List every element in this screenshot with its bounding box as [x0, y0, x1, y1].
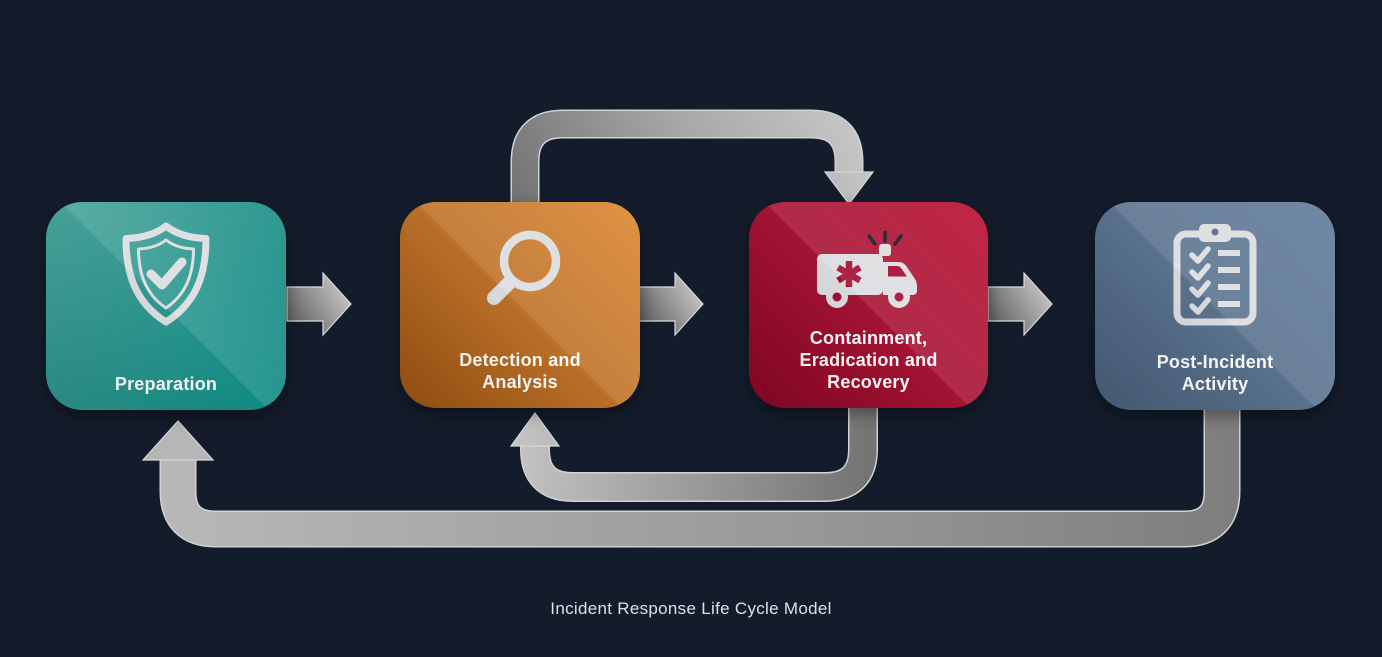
stage-label-line: Eradication and: [799, 350, 938, 370]
arrowhead-down-icon: [823, 171, 875, 205]
stage-label-line: Post-Incident: [1156, 352, 1274, 372]
stage-post-incident-activity: Post-Incident Activity: [1095, 202, 1335, 410]
clipboard-checklist-icon: [1095, 218, 1335, 330]
connector-return-loop: [141, 403, 1241, 548]
stage-detection-analysis: Detection and Analysis: [400, 202, 640, 408]
shield-check-icon: [46, 218, 286, 330]
diagram-caption: Incident Response Life Cycle Model: [550, 599, 832, 618]
stage-label: Post-Incident Activity: [1105, 351, 1325, 395]
stage-containment-eradication-recovery: Containment, Eradication and Recovery: [749, 202, 988, 408]
block-arrow-right-icon: [987, 271, 1053, 337]
ambulance-icon: [749, 218, 988, 330]
connector-bottom-loop: [509, 404, 878, 502]
magnifying-glass-icon: [400, 218, 640, 330]
stage-label-line: Activity: [1181, 374, 1249, 394]
stage-label: Preparation: [56, 373, 276, 395]
stage-label-line: Analysis: [482, 372, 558, 392]
stage-label-line: Containment,: [809, 328, 928, 348]
stage-label: Detection and Analysis: [410, 349, 630, 393]
connector-top-loop: [510, 109, 875, 214]
stage-label-line: Preparation: [114, 374, 218, 394]
arrowhead-up-icon: [141, 420, 215, 461]
block-arrow-right-icon: [638, 271, 704, 337]
arrowhead-up-icon: [509, 411, 561, 447]
stage-label-line: Detection and: [459, 350, 581, 370]
stage-preparation: Preparation: [46, 202, 286, 410]
stage-label: Containment, Eradication and Recovery: [759, 327, 978, 393]
stage-label-line: Recovery: [827, 372, 910, 392]
block-arrow-right-icon: [286, 271, 352, 337]
